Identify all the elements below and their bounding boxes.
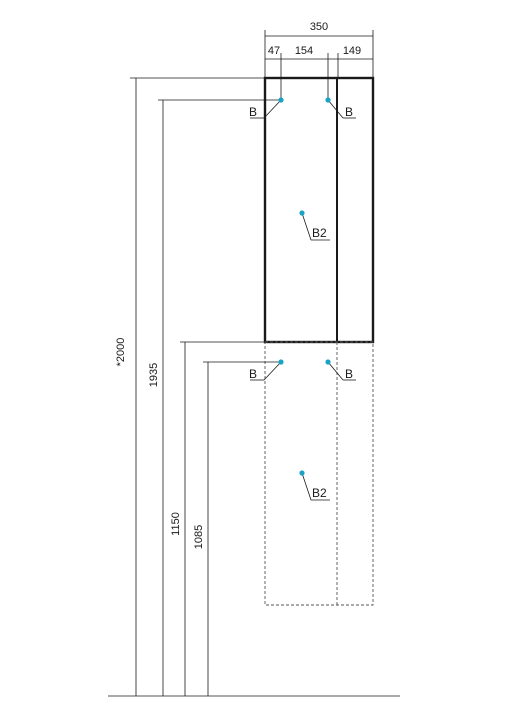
hole-marker-icon: [278, 97, 284, 103]
marker-label: B: [249, 105, 257, 119]
marker-b2-lower: B2: [299, 470, 330, 501]
marker-label: B: [345, 367, 353, 381]
hole-marker-icon: [299, 470, 305, 476]
upper-hole-height-label: 1935: [148, 363, 160, 387]
total-height-label: *2000: [115, 338, 127, 367]
marker-label: B2: [312, 226, 327, 240]
right-section-label: 149: [343, 45, 361, 57]
hole-marker-icon: [325, 97, 331, 103]
lower-cabinet-top-dimension: 1150: [170, 341, 265, 696]
hole-spacing-dimension: 47 154 149: [265, 45, 373, 100]
upper-hole-height-dimension: 1935: [148, 99, 281, 696]
total-height-dimension: *2000: [115, 77, 265, 696]
lower-hole-height-dimension: 1085: [193, 361, 281, 696]
hole-marker-icon: [325, 359, 331, 365]
lower-cabinet-top-label: 1150: [170, 512, 182, 536]
marker-b-upper-left: B: [249, 97, 284, 119]
lower-hole-height-label: 1085: [193, 525, 205, 549]
overall-width-label: 350: [310, 21, 328, 33]
marker-b2-upper: B2: [299, 210, 330, 241]
upper-cabinet: [263, 76, 375, 344]
overall-width-dimension: 350: [264, 21, 374, 78]
marker-b-lower-right: B: [325, 359, 356, 381]
hole-marker-icon: [278, 359, 284, 365]
hole-marker-icon: [299, 210, 305, 216]
offset-left-label: 47: [268, 45, 280, 57]
marker-b-upper-right: B: [325, 97, 356, 119]
lower-cabinet-outline: [264, 341, 374, 606]
hole-spacing-label: 154: [295, 45, 313, 57]
marker-label: B2: [312, 486, 327, 500]
marker-label: B: [345, 105, 353, 119]
marker-label: B: [249, 367, 257, 381]
marker-b-lower-left: B: [249, 359, 284, 381]
